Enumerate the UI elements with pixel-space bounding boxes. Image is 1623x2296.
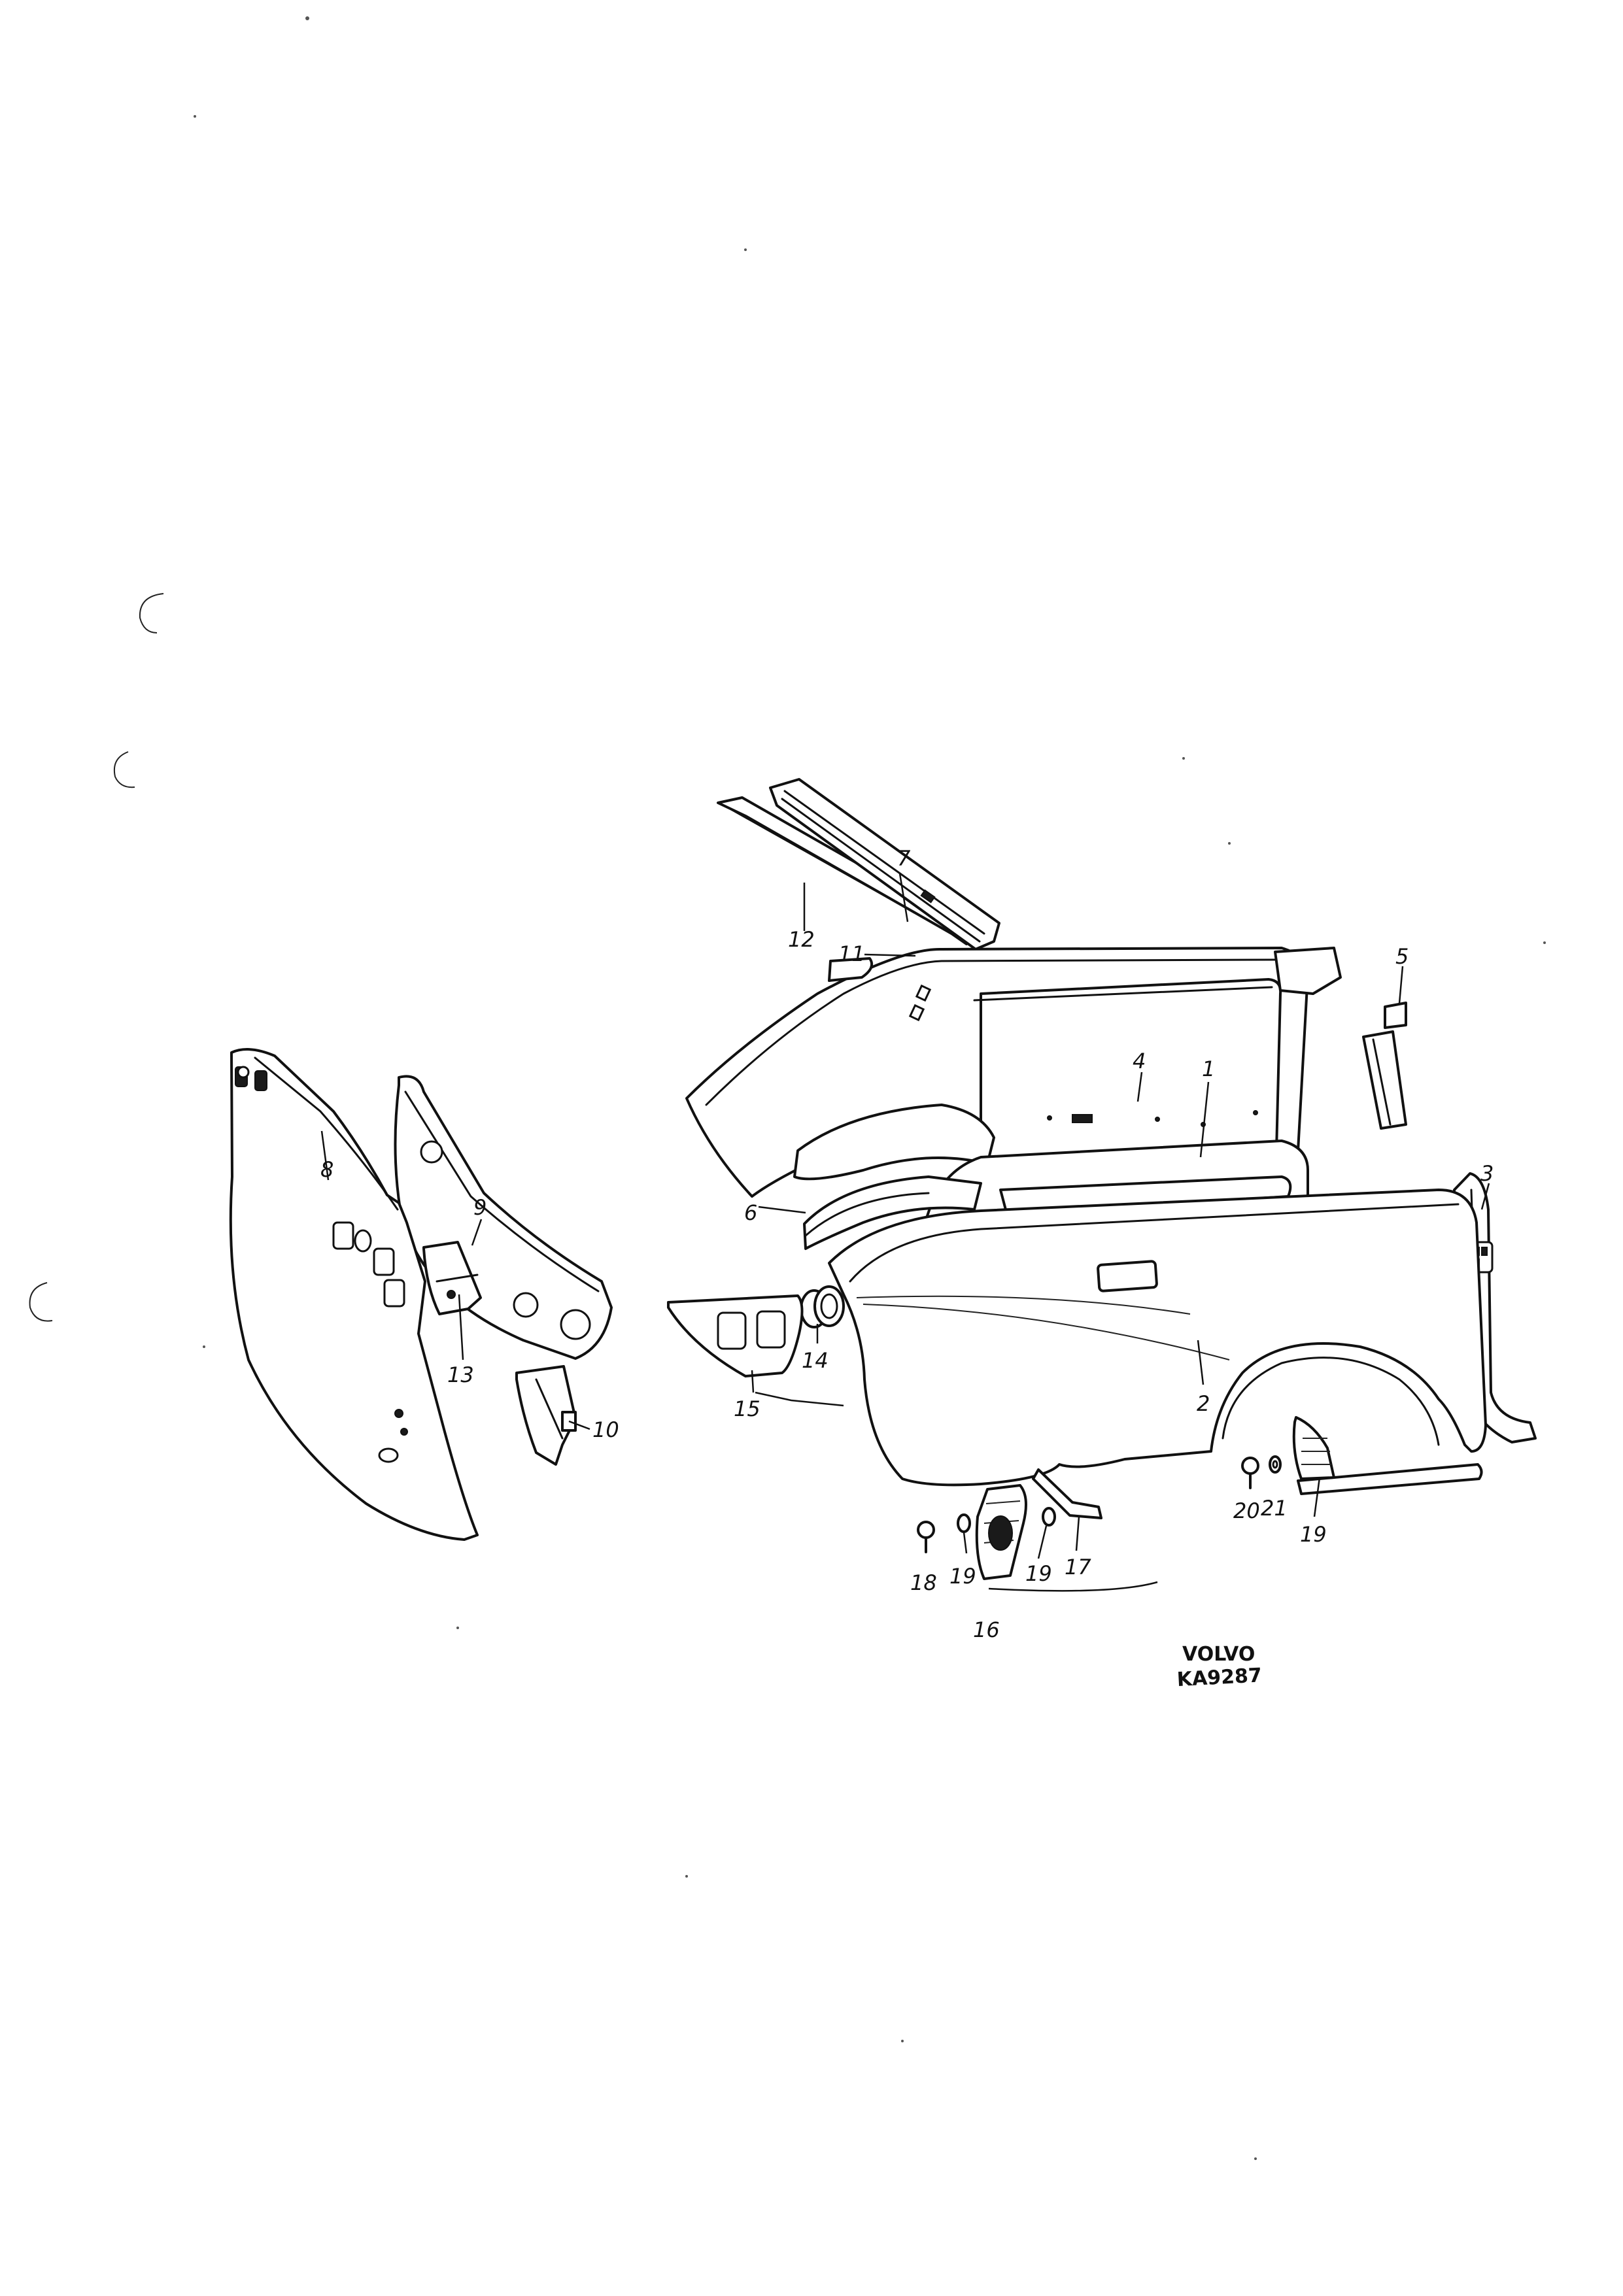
callout-11: 11 — [838, 941, 865, 966]
callout-21: 20 — [1233, 1498, 1260, 1523]
callout-1: 1 — [1202, 1056, 1215, 1081]
part-8-rear-panel — [229, 1048, 479, 1541]
callout-7: 7 — [897, 846, 911, 871]
callout-18: 18 — [910, 1570, 937, 1595]
callout-8: 8 — [320, 1157, 333, 1182]
callout-14: 14 — [802, 1348, 829, 1373]
drawing-code-block: VOLVO KA9287 — [1176, 1643, 1263, 1691]
part-2-quarter-panel — [828, 1189, 1487, 1495]
callout-19-left: 19 — [949, 1564, 976, 1589]
callout-22: 21 — [1261, 1496, 1288, 1521]
part-19-washers — [957, 1507, 1056, 1533]
part-21-22-fasteners — [1241, 1455, 1282, 1489]
callout-4: 4 — [1133, 1049, 1146, 1073]
callout-labels: 7 12 11 5 4 1 6 3 8 9 10 13 14 15 2 20 2… — [320, 846, 1494, 1642]
callout-10: 10 — [592, 1417, 619, 1442]
callout-19-right: 19 — [1025, 1561, 1052, 1586]
callout-5: 5 — [1395, 944, 1409, 969]
callout-9: 9 — [473, 1195, 487, 1220]
leader-lines — [320, 873, 1490, 1592]
callout-12: 12 — [788, 927, 815, 952]
part-17-bracket — [1032, 1468, 1102, 1519]
brand-label: VOLVO — [1182, 1643, 1255, 1666]
callout-13: 13 — [447, 1362, 474, 1387]
callout-17: 17 — [1065, 1555, 1091, 1579]
part-9-inner-panel — [394, 1075, 613, 1360]
part-20-arch-liner — [1292, 1416, 1335, 1480]
part-5-pillar — [1362, 1002, 1407, 1130]
part-14-filler-ring — [800, 1285, 845, 1328]
part-16-jack-bracket — [975, 1484, 1027, 1580]
callout-20: 19 — [1300, 1522, 1327, 1547]
drawing-code: KA9287 — [1176, 1664, 1263, 1691]
callout-2: 2 — [1197, 1391, 1210, 1416]
part-10-box-member — [515, 1365, 577, 1466]
scan-specks — [29, 16, 1546, 2160]
part-18-bolt — [917, 1521, 935, 1553]
callout-6: 6 — [744, 1200, 757, 1225]
part-13-bracket-plate — [422, 1241, 482, 1315]
part-7-roof-rail-upper — [769, 778, 1000, 951]
callout-15: 15 — [734, 1396, 760, 1421]
callout-3: 3 — [1480, 1161, 1494, 1186]
part-15-lamp-housing — [667, 1294, 804, 1377]
callout-16-label: 16 — [973, 1617, 1000, 1642]
